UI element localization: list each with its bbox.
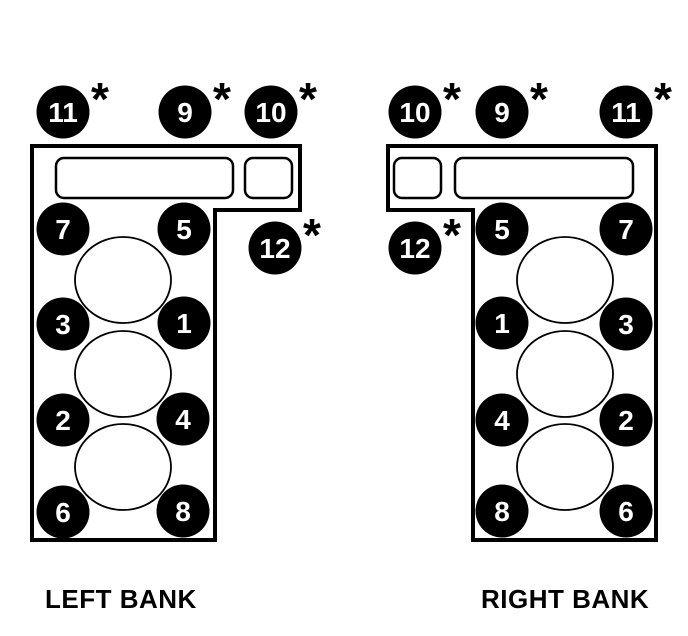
- bank-outline: [386, 144, 658, 542]
- bolt-circle: [599, 297, 653, 351]
- star-marker: *: [654, 73, 672, 125]
- bolt-2: 2: [36, 393, 90, 447]
- bolt-5: 5: [475, 202, 529, 256]
- bolt-3: 3: [36, 297, 90, 351]
- star-marker: *: [303, 209, 321, 261]
- cylinder-bore: [516, 236, 614, 324]
- bolt-number: 12: [259, 233, 290, 264]
- bolt-number: 11: [611, 97, 641, 128]
- bolt-6: 6: [36, 485, 90, 539]
- bolt-circle: [475, 202, 529, 256]
- bolt-number: 2: [618, 405, 634, 436]
- cylinder-bore: [74, 236, 172, 324]
- bolt-circle: [36, 202, 90, 256]
- bolt-number: 3: [618, 309, 634, 340]
- bolt-circle: [157, 202, 211, 256]
- bolt-number: 9: [177, 97, 193, 128]
- bolt-number: 7: [55, 214, 71, 245]
- bolt-3: 3: [599, 297, 653, 351]
- left-bank-label: LEFT BANK: [45, 584, 197, 614]
- bolt-number: 5: [494, 214, 510, 245]
- bolt-8: 8: [156, 484, 210, 538]
- bolt-circle: [599, 393, 653, 447]
- bolt-circle: [36, 393, 90, 447]
- star-marker: *: [443, 209, 461, 261]
- bolt-number: 2: [55, 405, 71, 436]
- star-marker: *: [530, 73, 548, 125]
- bolt-number: 1: [494, 308, 510, 339]
- bolt-4: 4: [475, 393, 529, 447]
- bolt-7: 7: [599, 202, 653, 256]
- bolt-circle: [156, 484, 210, 538]
- right-bank-label: RIGHT BANK: [481, 584, 650, 614]
- bolt-12: 12 *: [388, 209, 461, 275]
- bolt-number: 6: [618, 496, 634, 527]
- gasket-slot: [54, 156, 235, 200]
- gasket-slot: [392, 156, 443, 200]
- bolt-number: 6: [55, 497, 71, 528]
- cylinder-bore: [516, 423, 614, 511]
- cylinder-bore: [516, 330, 614, 418]
- bolt-circle: [248, 221, 302, 275]
- bolt-number: 4: [175, 404, 191, 435]
- bolt-circle: [36, 485, 90, 539]
- gasket-slot: [243, 156, 294, 200]
- cylinder-bore: [74, 330, 172, 418]
- bolt-9: 9*: [475, 73, 548, 139]
- bolt-1: 1: [475, 296, 529, 350]
- bolt-circle: [599, 85, 653, 139]
- bolt-number: 7: [618, 214, 634, 245]
- bolt-number: 10: [255, 97, 286, 128]
- bolt-circle: [475, 484, 529, 538]
- bolt-circle: [388, 221, 442, 275]
- bolt-10: 10 *: [244, 73, 317, 139]
- bolt-8: 8: [475, 484, 529, 538]
- bolt-number: 4: [494, 405, 510, 436]
- bolt-number: 3: [55, 309, 71, 340]
- bolt-circle: [158, 85, 212, 139]
- bolt-circle: [244, 85, 298, 139]
- bolt-circle: [388, 85, 442, 139]
- bolt-5: 5: [157, 202, 211, 256]
- bolt-number: 9: [494, 97, 510, 128]
- bolt-number: 1: [176, 308, 192, 339]
- bolt-number: 10: [399, 97, 430, 128]
- star-marker: *: [213, 73, 231, 125]
- bolt-circle: [599, 484, 653, 538]
- bolt-number: 8: [175, 496, 191, 527]
- bolt-7: 7: [36, 202, 90, 256]
- bolt-number: 11: [48, 97, 78, 128]
- bank-outline: [30, 144, 302, 542]
- bolt-6: 6: [599, 484, 653, 538]
- bolt-circle: [36, 297, 90, 351]
- star-marker: *: [299, 73, 317, 125]
- bolt-circle: [599, 202, 653, 256]
- star-marker: *: [443, 73, 461, 125]
- bolt-number: 12: [399, 233, 430, 264]
- bolt-circle: [475, 393, 529, 447]
- bolt-number: 5: [176, 214, 192, 245]
- gasket-slot: [453, 156, 635, 200]
- bolt-2: 2: [599, 393, 653, 447]
- bolt-circle: [157, 296, 211, 350]
- bolt-circle: [475, 296, 529, 350]
- cylinder-bore: [74, 423, 172, 511]
- bolt-9: 9*: [158, 73, 231, 139]
- bolt-circle: [475, 85, 529, 139]
- bolt-1: 1: [157, 296, 211, 350]
- bolt-11: 11 *: [599, 73, 672, 139]
- bolt-circle: [156, 392, 210, 446]
- bolt-number: 8: [494, 496, 510, 527]
- bolt-12: 12 *: [248, 209, 321, 275]
- bolt-10: 10 *: [388, 73, 461, 139]
- bolt-circle: [36, 85, 90, 139]
- bolt-4: 4: [156, 392, 210, 446]
- bolt-11: 11 *: [36, 73, 109, 139]
- star-marker: *: [91, 73, 109, 125]
